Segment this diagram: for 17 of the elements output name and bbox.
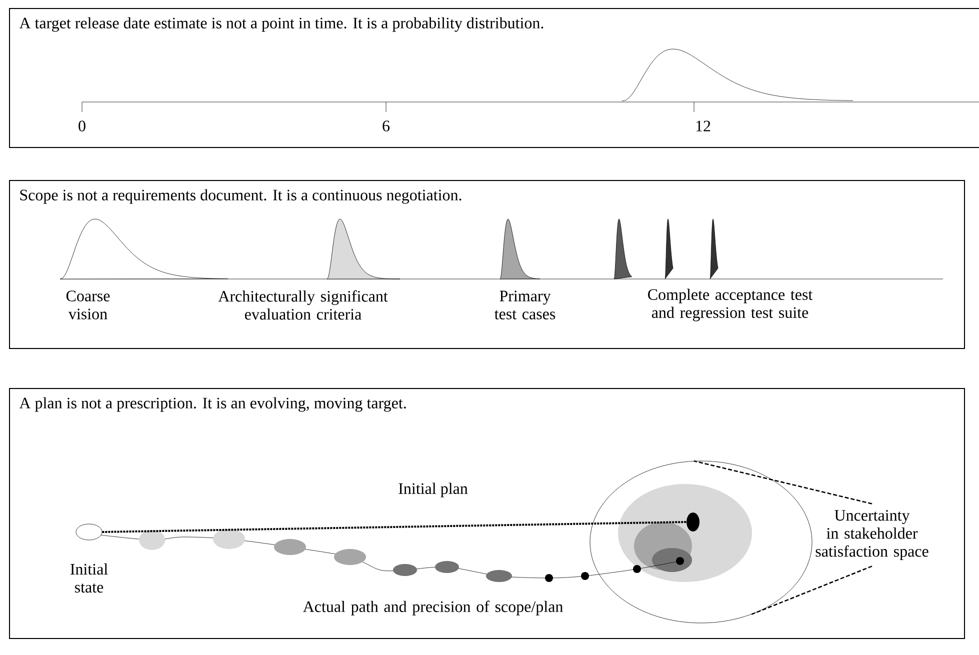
start-circle bbox=[76, 524, 102, 540]
tick-label: 6 bbox=[382, 120, 390, 132]
tick-label: 12 bbox=[696, 120, 710, 132]
leader-line bbox=[751, 566, 872, 615]
callout-text: Uncertainty in stakeholder satisfaction space bbox=[816, 510, 928, 560]
state-label: Initial state bbox=[70, 563, 108, 593]
caption: Complete acceptance test and regression test suite bbox=[648, 288, 813, 322]
leader-line bbox=[694, 460, 872, 504]
target-dot bbox=[686, 512, 700, 532]
edge-label: Initial plan bbox=[398, 482, 468, 498]
caption: Actual path and precision of scope/plan bbox=[302, 600, 563, 616]
uncertainty-ellipse bbox=[590, 460, 812, 624]
caption: Architecturally significant evaluation criteria bbox=[218, 290, 388, 320]
plan-line bbox=[102, 521, 686, 533]
caption: Primary test cases bbox=[494, 290, 556, 320]
tick-label: 0 bbox=[78, 120, 86, 132]
caption: Coarse vision bbox=[66, 290, 110, 320]
